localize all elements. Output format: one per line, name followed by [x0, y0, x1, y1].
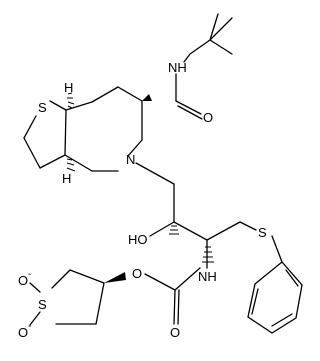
carbamate-nh-label: NH [198, 269, 217, 284]
thioether-sulfur-label: S [258, 225, 267, 240]
amide-group [175, 53, 203, 120]
phenyl-ring [247, 235, 303, 334]
tert-butyl-group [189, 13, 233, 55]
carbonyl-oxygen-label: O [170, 325, 180, 340]
ring-nitrogen-label: N [126, 152, 135, 167]
charge-minus-top: - [28, 269, 31, 280]
ring-sulfur-label: S [38, 100, 47, 115]
carbamate-group [144, 273, 180, 325]
stereo-bonds-chain [169, 225, 214, 263]
fusion-h-bottom-label: H [62, 171, 71, 186]
sulfone-oxygen-top-label: O [18, 273, 28, 288]
amide-oxygen-label: O [203, 110, 213, 125]
sulfone-sulfur-label: S [38, 297, 47, 312]
bicyclic-ring [23, 86, 143, 172]
sulfone-oxygen-bottom-label: O [18, 325, 28, 340]
side-chain [135, 162, 257, 291]
charge-minus-bottom: - [28, 321, 31, 332]
fusion-h-top-label: H [64, 80, 73, 95]
amide-nh-label: NH [168, 60, 187, 75]
stereo-bonds-ring [66, 92, 152, 172]
hydroxyl-label: HO [128, 232, 148, 247]
ester-oxygen-label: O [132, 266, 142, 281]
sulfolane-ring [29, 269, 126, 326]
